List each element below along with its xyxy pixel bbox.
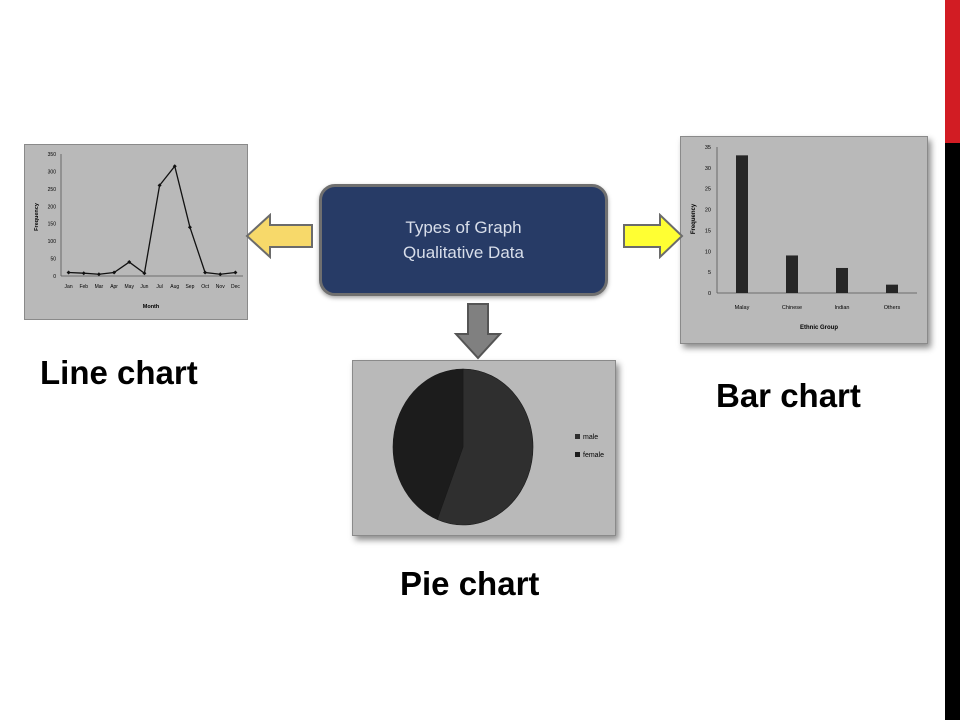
right-edge-red-bar — [945, 0, 960, 143]
line-chart-point — [142, 271, 147, 276]
line-chart-y-tick: 100 — [48, 239, 57, 245]
line-chart-point — [203, 270, 208, 275]
line-chart-point — [172, 164, 177, 169]
line-chart-point — [81, 271, 86, 276]
line-chart-x-tick: Dec — [231, 284, 240, 290]
line-chart-x-tick: Feb — [79, 284, 88, 290]
bar-chart-x-tick: Malay — [735, 305, 750, 311]
left-arrow-icon — [245, 213, 313, 259]
pie-chart-legend-swatch — [575, 434, 580, 439]
pie-chart-label: Pie chart — [400, 565, 540, 602]
line-chart-y-tick: 200 — [48, 204, 57, 210]
bar-chart-label: Bar chart — [716, 377, 861, 414]
bar-chart-x-tick: Indian — [835, 305, 850, 311]
line-chart-y-tick: 250 — [48, 187, 57, 193]
bar-chart-y-tick: 15 — [705, 228, 711, 234]
bar-chart: Frequency Ethnic Group 0 5 10 15 20 25 30 35Mal… — [691, 145, 917, 331]
bar-chart-y-tick: 30 — [705, 166, 711, 172]
line-chart-y-tick: 150 — [48, 222, 57, 228]
pie-chart-slice — [436, 368, 534, 526]
line-chart-x-tick: May — [125, 284, 135, 290]
bar-chart-bar — [836, 267, 848, 293]
bar-chart-bar — [886, 284, 898, 293]
bar-chart-y-tick: 25 — [705, 187, 711, 193]
line-chart-y-tick: 0 — [53, 274, 56, 280]
line-chart-point — [112, 270, 117, 275]
bar-chart-y-tick: 5 — [708, 270, 711, 276]
bar-chart-xlabel: Ethnic Group — [800, 325, 838, 331]
right-arrow-icon — [623, 213, 684, 259]
line-chart-y-tick: 300 — [48, 169, 57, 175]
center-box-types-of-graph: Types of Graph Qualitative Data — [319, 184, 608, 296]
pie-chart-panel: male female — [352, 360, 616, 536]
bar-chart-x-tick: Chinese — [782, 305, 802, 311]
line-chart-xlabel: Month — [143, 304, 160, 310]
line-chart: Frequency Month 0 50 100 150 200 250 300 350Jan… — [34, 152, 243, 310]
line-chart-x-tick: Jun — [140, 284, 148, 290]
pie-chart-slice — [392, 368, 464, 520]
bar-chart-x-tick: Others — [884, 305, 901, 311]
bar-chart-bar — [786, 255, 798, 293]
center-box-line2: Qualitative Data — [403, 243, 524, 262]
line-chart-point — [187, 225, 192, 230]
line-chart-point — [96, 272, 101, 277]
line-chart-x-tick: Mar — [95, 284, 104, 290]
bar-chart-y-tick: 0 — [708, 291, 711, 297]
bar-chart-y-tick: 35 — [705, 145, 711, 151]
line-chart-point — [66, 270, 71, 275]
line-chart-point — [127, 260, 132, 265]
down-arrow-icon — [453, 303, 503, 360]
line-chart-x-tick: Aug — [170, 284, 179, 290]
line-chart-x-tick: Oct — [201, 284, 209, 290]
bar-chart-ylabel: Frequency — [691, 203, 697, 234]
bar-chart-bar — [736, 155, 748, 293]
line-chart-ylabel: Frequency — [34, 202, 40, 231]
pie-chart-legend-label: female — [583, 452, 604, 459]
pie-chart-legend-swatch — [575, 452, 580, 457]
bar-chart-y-tick: 20 — [705, 208, 711, 214]
line-chart-series-line — [68, 164, 236, 275]
pie-chart: male female — [392, 368, 604, 526]
line-chart-label: Line chart — [40, 354, 198, 391]
right-edge-black-bar — [945, 143, 960, 720]
line-chart-point — [157, 183, 162, 188]
line-chart-point — [218, 272, 223, 277]
line-chart-y-tick: 50 — [50, 257, 56, 263]
line-chart-point — [233, 270, 238, 275]
line-chart-x-tick: Jul — [156, 284, 162, 290]
line-chart-x-tick: Nov — [216, 284, 225, 290]
pie-chart-legend-label: male — [583, 434, 598, 441]
bar-chart-y-tick: 10 — [705, 249, 711, 255]
line-chart-x-tick: Jan — [65, 284, 73, 290]
line-chart-y-tick: 350 — [48, 152, 57, 158]
center-box-line1: Types of Graph — [405, 218, 522, 237]
line-chart-x-tick: Apr — [110, 284, 118, 290]
line-chart-x-tick: Sep — [185, 284, 194, 290]
